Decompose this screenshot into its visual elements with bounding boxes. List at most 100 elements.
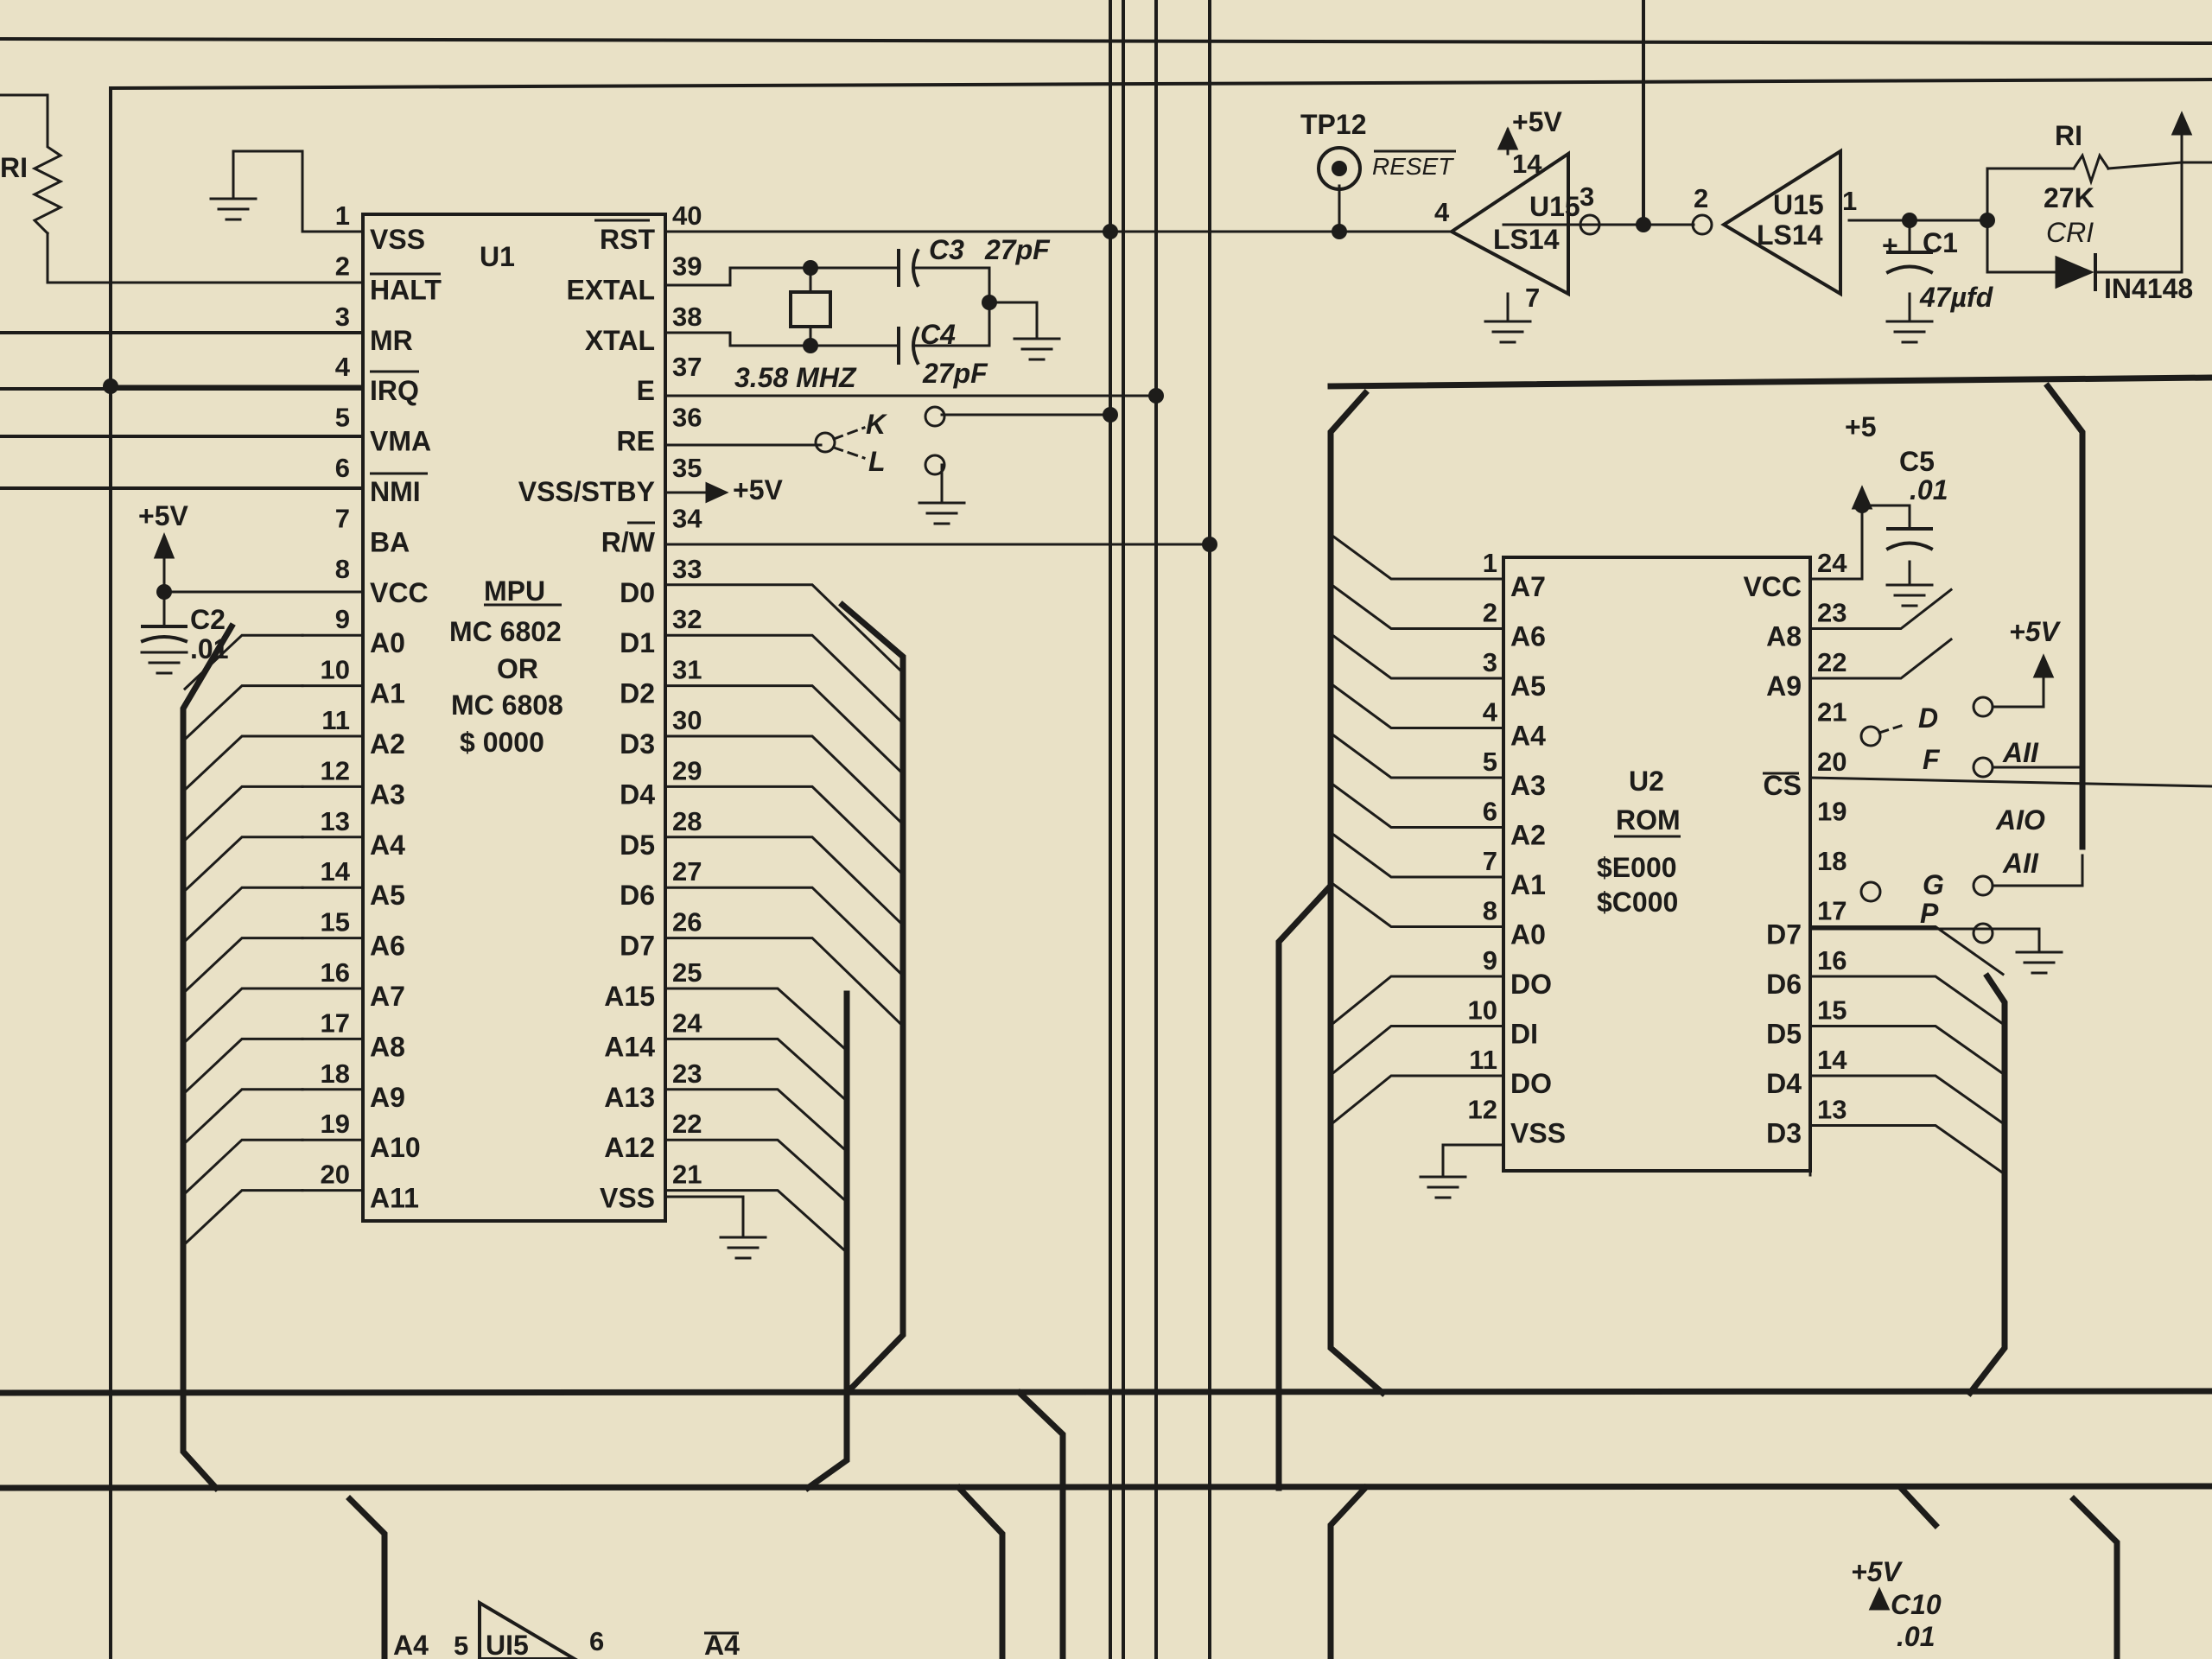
c10-value: .01 [1897,1621,1935,1652]
rom-pin-number: 14 [1817,1045,1847,1075]
mpu-pin-number: 20 [321,1160,350,1190]
mpu-pin-signal: A2 [370,728,405,760]
mpu-pin-number: 24 [672,1007,702,1038]
mpu-pin-number: 40 [672,200,702,231]
rom-pin-signal: DO [1510,969,1552,1000]
mpu-pin-signal: D5 [620,830,655,861]
rom-pin-signal: A9 [1766,671,1802,702]
rom-pin-number: 8 [1483,896,1497,926]
rom-pin-signal: VSS [1510,1118,1566,1149]
bottom-gate-pin6: 6 [589,1626,604,1656]
c1-polarity: + [1882,230,1898,261]
gate-b-ref: U15 [1773,189,1824,220]
rom-name: ROM [1616,804,1681,836]
rom-pin-number: 10 [1468,995,1497,1026]
mpu-pin-number: 38 [672,302,702,332]
mpu-pin-signal: A7 [370,981,405,1012]
rom-pin-signal: D4 [1766,1068,1802,1099]
mpu-pin-signal: A6 [370,931,405,962]
c2-label: C2 [190,604,226,635]
gate-a-type: LS14 [1493,224,1560,255]
mpu-pin-number: 17 [321,1007,350,1038]
rom-pin-signal: A6 [1510,621,1546,652]
plus5v-rom: +5V [2009,616,2061,647]
mpu-pin-number: 36 [672,403,702,433]
mpu-pin-signal: A1 [370,678,405,709]
rom-right-pins: 24VCC23A822A92120CS191817D716D615D514D41… [1743,548,1847,1149]
u15-gate-b [1720,148,1842,297]
gate-b-out-pin: 1 [1842,186,1857,216]
jumper-f: F [1923,744,1941,775]
crystal-body [789,290,832,328]
rom-pin-signal: DO [1510,1068,1552,1099]
mpu-pin-number: 34 [672,503,702,533]
mpu-pin-number: 12 [321,755,350,785]
mpu-pin-signal: RST [600,224,655,255]
mpu-pin-signal: NMI [370,476,421,507]
rom-pin-signal: A2 [1510,820,1546,851]
rom-pin-signal: DI [1510,1019,1538,1050]
a4-bottom-label: A4 [393,1630,429,1659]
r1-label: RI [2055,120,2082,151]
bottom-gate-ref: UI5 [486,1630,529,1659]
rom-pin-number: 9 [1483,945,1497,976]
active-low-overbars [370,149,1799,1635]
u15-gate-a [1448,150,1570,297]
mpu-pin-number: 28 [672,806,702,836]
mpu-pin-signal: D2 [620,678,655,709]
mpu-pin-signal: A15 [604,981,655,1012]
gate-b-in-pin: 2 [1694,183,1708,213]
mpu-pin-number: 3 [335,302,350,332]
mpu-pin-signal: D1 [620,627,655,658]
mpu-pin-signal: VCC [370,577,429,608]
c4-value: 27pF [922,358,988,389]
jumper-d: D [1918,702,1938,734]
rom-pin-signal: CS [1764,770,1802,801]
c3-label: C3 [929,234,964,265]
gate-a-ref: U15 [1529,191,1580,222]
rom-pin-number: 21 [1817,697,1847,728]
mpu-pin-number: 31 [672,655,702,685]
diode-cr1 [2055,255,2094,289]
mpu-pin-signal: VMA [370,426,431,457]
mpu-pin-number: 2 [335,251,350,281]
plus5v-mpu: +5V [138,500,188,531]
rom-pin-signal: A4 [1510,721,1546,752]
mpu-pin-signal: A9 [370,1082,405,1113]
gate-a-out-pin: 3 [1580,181,1594,212]
rom-pin-number: 4 [1483,697,1498,728]
tp12-label: TP12 [1300,109,1366,140]
mpu-pin-number: 4 [335,352,351,382]
a4-bar-label: A4 [704,1630,740,1659]
rom-pin-number: 11 [1469,1045,1497,1075]
mpu-pin-number: 25 [672,957,702,988]
rom-pin-number: 22 [1817,647,1847,677]
mpu-pin-signal: A14 [604,1031,655,1062]
mpu-wiring [0,93,1453,1237]
mpu-pin-number: 22 [672,1109,702,1139]
mpu-left-pins: 1VSS2HALT3MR4IRQ5VMA6NMI7BA8VCC9A010A111… [321,200,442,1214]
a11-jumper-label: AII [2002,737,2039,768]
mpu-pin-signal: A3 [370,779,405,810]
mpu-ref: U1 [480,241,515,272]
mpu-pin-number: 14 [321,856,351,887]
c3-value: 27pF [984,234,1051,265]
jumper-g: G [1923,869,1944,900]
r1-value: 27K [2044,182,2094,213]
r1-left-label: RI [0,152,28,183]
mpu-pin-signal: A4 [370,830,405,861]
mpu-pin-number: 18 [321,1058,350,1089]
mpu-pin-number: 5 [335,403,350,433]
u15-gate-a-bubble [1579,213,1601,236]
gate-a-gnd-pin: 7 [1525,283,1540,313]
mpu-pin-number: 33 [672,554,702,584]
plus5-rom: +5 [1845,411,1876,442]
c2-value: .01 [190,633,228,664]
mpu-pin-signal: A8 [370,1031,405,1062]
mpu-pin-number: 7 [335,503,350,533]
rom-pin-signal: D6 [1766,969,1802,1000]
mpu-pin-number: 11 [321,705,350,735]
bottom-gate-pin5: 5 [454,1630,468,1659]
jumper-pads [814,405,2084,944]
mpu-pin-number: 37 [672,352,702,382]
